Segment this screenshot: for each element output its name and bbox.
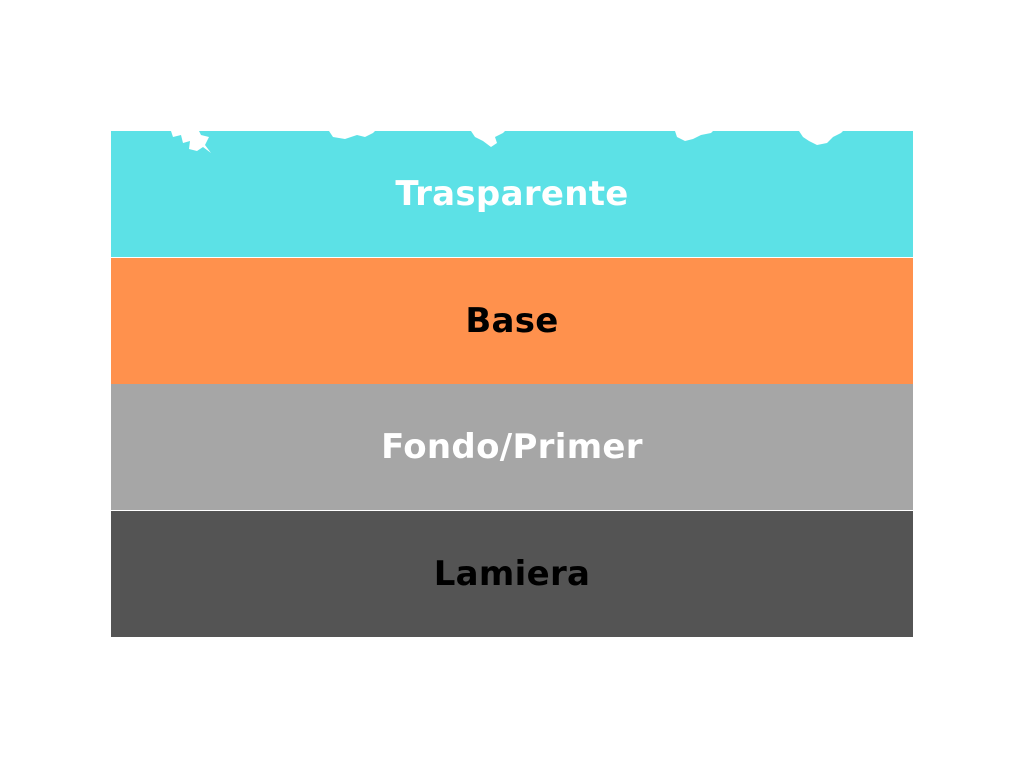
layer-label: Base [465,300,559,341]
layer-base: Base [111,257,913,384]
layer-trasparente: Trasparente [111,131,913,257]
layer-label: Trasparente [395,174,629,214]
paint-layers-diagram: Trasparente Base Fondo/Primer Lamiera [111,131,913,637]
layer-lamiera: Lamiera [111,510,913,637]
layer-label: Fondo/Primer [381,427,643,467]
layer-fondo-primer: Fondo/Primer [111,384,913,510]
chipped-edge-decoration [171,131,843,153]
layer-label: Lamiera [433,553,591,594]
